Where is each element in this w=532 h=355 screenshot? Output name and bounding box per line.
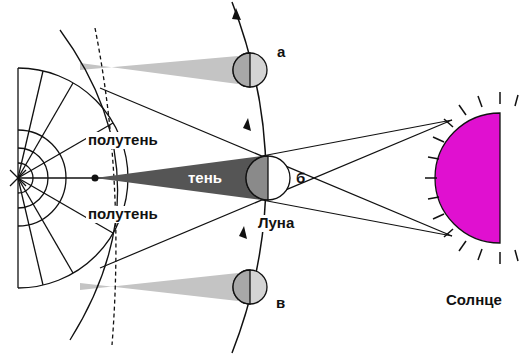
sun-rays [425, 92, 518, 264]
dashed-line [95, 28, 116, 345]
penumbra-wedge [80, 273, 238, 301]
orbit-arc [60, 30, 118, 340]
moon-a [233, 53, 267, 87]
penumbra-label: полутень [86, 132, 160, 149]
position-letter: б [294, 170, 307, 187]
orbit-arrow [239, 226, 247, 239]
apex-dot [92, 175, 99, 182]
moon-v [233, 270, 267, 304]
penumbra-label: полутень [86, 206, 160, 223]
position-letter: в [274, 295, 287, 312]
sun-label: Солнце [444, 292, 504, 309]
umbra [95, 156, 262, 200]
tangent-lines [100, 88, 452, 268]
position-letter: а [275, 44, 287, 61]
moon-label: Луна [256, 215, 296, 232]
orbit-arrow [232, 8, 241, 20]
orbit-arrow [243, 118, 251, 131]
umbra-label: тень [186, 170, 224, 187]
moon-b [246, 156, 290, 200]
sun [435, 113, 500, 243]
